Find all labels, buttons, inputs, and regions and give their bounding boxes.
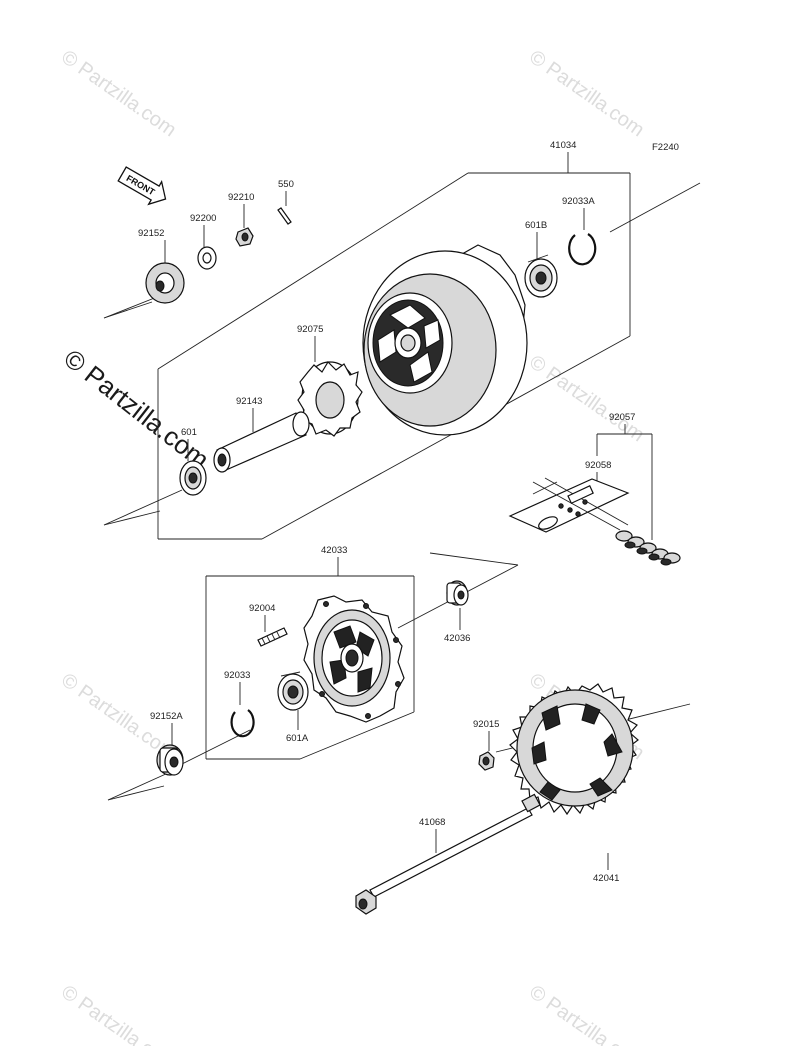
nut-92210[interactable]: 92210 bbox=[228, 192, 254, 247]
part-label-601B[interactable]: 601B bbox=[525, 220, 547, 231]
bearing-601A[interactable]: 601A bbox=[277, 671, 309, 744]
partzilla-watermark-large: © Partzilla.com bbox=[58, 343, 215, 475]
part-label-550[interactable]: 550 bbox=[278, 179, 294, 190]
part-label-92057[interactable]: 92057 bbox=[609, 412, 635, 423]
collar-92152A[interactable]: 92152A bbox=[150, 711, 184, 776]
group-42033: 42033 bbox=[205, 545, 415, 760]
part-label-92004[interactable]: 92004 bbox=[249, 603, 275, 614]
part-label-92033A[interactable]: 92033A bbox=[562, 196, 595, 207]
wheel-hub[interactable] bbox=[362, 244, 528, 436]
watermark: © Partzilla.com bbox=[525, 981, 648, 1046]
coupling-hub[interactable] bbox=[303, 595, 405, 723]
part-label-42041[interactable]: 42041 bbox=[593, 873, 619, 884]
part-label-42033[interactable]: 42033 bbox=[321, 545, 347, 556]
axle-41068[interactable]: 41068 bbox=[355, 793, 541, 915]
sprocket-42041[interactable]: 42041 bbox=[509, 683, 639, 884]
washer-92200[interactable]: 92200 bbox=[190, 213, 217, 270]
part-label-601[interactable]: 601 bbox=[181, 427, 197, 438]
part-label-92143[interactable]: 92143 bbox=[236, 396, 262, 407]
part-label-92210[interactable]: 92210 bbox=[228, 192, 254, 203]
watermark: © Partzilla.com bbox=[57, 46, 180, 141]
watermark: © Partzilla.com bbox=[57, 981, 180, 1046]
bearing-601[interactable]: 601 bbox=[179, 427, 207, 496]
part-label-92075[interactable]: 92075 bbox=[297, 324, 323, 335]
circlip-92033[interactable]: 92033 bbox=[224, 670, 255, 738]
nut-92015[interactable]: 92015 bbox=[473, 719, 499, 771]
stud-92004[interactable]: 92004 bbox=[249, 603, 288, 647]
drive-chain-92057[interactable]: 92057 92058 bbox=[508, 412, 681, 566]
part-label-41068[interactable]: 41068 bbox=[419, 817, 445, 828]
bearing-601B[interactable]: 601B bbox=[524, 220, 558, 298]
collar-92152[interactable]: 92152 bbox=[138, 228, 185, 304]
front-arrow-icon: FRONT bbox=[117, 166, 167, 206]
part-label-601A[interactable]: 601A bbox=[286, 733, 309, 744]
figure-code: F2240 bbox=[652, 142, 679, 153]
cotter-pin-550[interactable]: 550 bbox=[277, 179, 294, 225]
collar-92143[interactable]: 92143 bbox=[213, 396, 310, 473]
part-label-92152A[interactable]: 92152A bbox=[150, 711, 183, 722]
watermark: © Partzilla.com bbox=[525, 46, 648, 141]
watermark: © Partzilla.com bbox=[525, 351, 648, 446]
part-label-92015[interactable]: 92015 bbox=[473, 719, 499, 730]
group-41034: 41034 bbox=[157, 140, 631, 540]
collar-42036[interactable]: 42036 bbox=[444, 580, 470, 644]
chain-links bbox=[615, 530, 681, 566]
part-label-92152[interactable]: 92152 bbox=[138, 228, 164, 239]
part-label-42036[interactable]: 42036 bbox=[444, 633, 470, 644]
part-label-92033[interactable]: 92033 bbox=[224, 670, 250, 681]
part-label-92200[interactable]: 92200 bbox=[190, 213, 216, 224]
damper-92075[interactable]: 92075 bbox=[297, 324, 363, 437]
part-label-41034[interactable]: 41034 bbox=[550, 140, 576, 151]
circlip-92033A[interactable]: 92033A bbox=[562, 196, 597, 266]
part-label-92058[interactable]: 92058 bbox=[585, 460, 611, 471]
